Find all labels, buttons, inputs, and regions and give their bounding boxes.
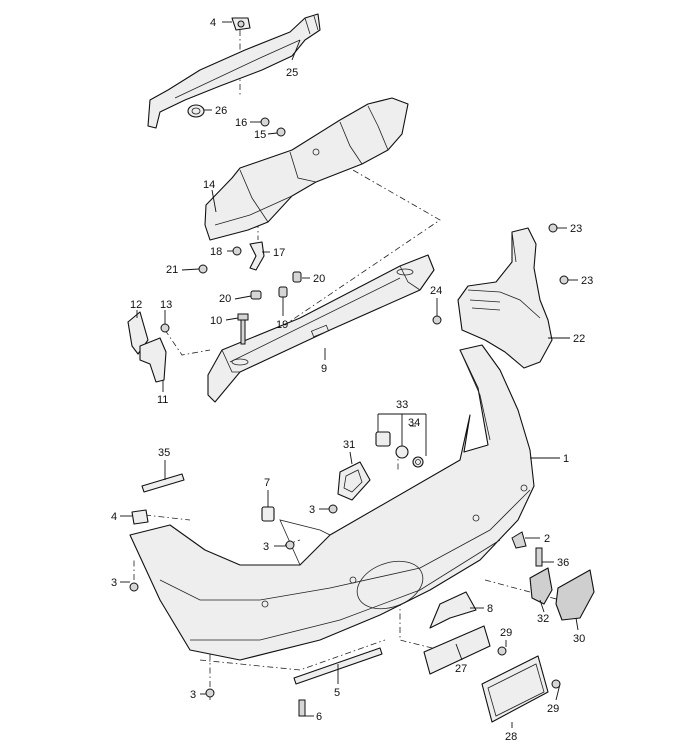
part-23-screw-upper[interactable] [548, 223, 558, 233]
part-34-seal-ring[interactable] [412, 456, 424, 468]
callout-34: 34 [408, 417, 420, 429]
part-7-clip[interactable] [261, 506, 275, 522]
part-2-nut[interactable] [511, 531, 527, 549]
callout-10: 10 [210, 315, 222, 327]
part-4-clip-side[interactable] [131, 509, 149, 525]
part-3-screw-b[interactable] [285, 540, 295, 550]
part-19-retainer[interactable] [278, 286, 288, 298]
callout-23-lower: 23 [581, 275, 593, 287]
part-25-upper-bracket[interactable] [147, 13, 321, 129]
part-26-grommet[interactable] [187, 104, 205, 118]
callout-14: 14 [203, 179, 215, 191]
callout-35: 35 [158, 447, 170, 459]
part-14-energy-absorber[interactable] [204, 97, 409, 241]
callout-8: 8 [487, 603, 493, 615]
part-27-plate-holder[interactable] [423, 625, 491, 675]
part-9-bumper-beam[interactable] [207, 254, 435, 403]
part-8-heat-shield[interactable] [429, 591, 477, 629]
callout-13: 13 [160, 299, 172, 311]
callout-31: 31 [343, 439, 355, 451]
callout-3-d: 3 [190, 689, 196, 701]
part-30-reflector[interactable] [555, 569, 595, 621]
part-20-clip-right[interactable] [292, 271, 302, 283]
callout-20-left: 20 [219, 293, 231, 305]
part-11-bracket[interactable] [139, 337, 167, 383]
callout-9: 9 [321, 363, 327, 375]
callout-29-lower: 29 [547, 703, 559, 715]
part-18-screw[interactable] [232, 246, 242, 256]
part-21-screw[interactable] [198, 264, 208, 274]
callout-29-upper: 29 [500, 627, 512, 639]
callout-30: 30 [573, 633, 585, 645]
callout-20-right: 20 [313, 273, 325, 285]
part-13-nut[interactable] [160, 323, 170, 333]
part-3-screw-c[interactable] [129, 582, 139, 592]
callout-24: 24 [430, 285, 442, 297]
callout-33: 33 [396, 399, 408, 411]
callout-4-side: 4 [111, 511, 117, 523]
callout-6: 6 [316, 711, 322, 723]
callout-15: 15 [254, 129, 266, 141]
part-22-side-guide-bracket[interactable] [457, 227, 553, 369]
part-31-trim-frame[interactable] [337, 461, 371, 501]
callout-21: 21 [166, 264, 178, 276]
callout-3-a: 3 [309, 504, 315, 516]
callout-1: 1 [563, 453, 569, 465]
part-36-bolt[interactable] [535, 547, 543, 567]
callout-17: 17 [273, 247, 285, 259]
part-15-nut[interactable] [276, 127, 286, 137]
part-16-bolt[interactable] [260, 117, 270, 127]
callout-11: 11 [157, 394, 168, 406]
part-10-bolt[interactable] [237, 313, 249, 345]
part-4-clip-top[interactable] [231, 17, 251, 31]
callout-32: 32 [537, 613, 549, 625]
callout-22: 22 [573, 333, 585, 345]
part-17-bracket[interactable] [249, 241, 265, 271]
part-23-screw-lower[interactable] [559, 275, 569, 285]
callout-27: 27 [455, 663, 467, 675]
callout-2: 2 [544, 533, 550, 545]
part-24-nut[interactable] [432, 315, 442, 325]
callout-12: 12 [130, 299, 142, 311]
callout-23-upper: 23 [570, 223, 582, 235]
part-32-end-cap[interactable] [529, 567, 553, 605]
part-29-screw-lower[interactable] [551, 679, 561, 689]
callout-5: 5 [334, 687, 340, 699]
part-35-trim-strip[interactable] [141, 473, 185, 493]
callout-36: 36 [557, 557, 569, 569]
callout-3-b: 3 [263, 541, 269, 553]
callout-26: 26 [215, 105, 227, 117]
callout-7: 7 [264, 477, 270, 489]
part-6-push-pin[interactable] [298, 699, 306, 717]
part-33-sensor[interactable] [375, 431, 409, 459]
part-29-screw-upper[interactable] [497, 646, 507, 656]
callout-28: 28 [505, 731, 517, 743]
callout-19: 19 [276, 319, 288, 331]
callout-4-top: 4 [210, 17, 216, 29]
part-1-bumper-cover[interactable] [129, 344, 535, 661]
callout-25: 25 [286, 67, 298, 79]
part-20-clip-left[interactable] [250, 290, 262, 300]
callout-16: 16 [235, 117, 247, 129]
callout-18: 18 [210, 246, 222, 258]
leader-lines [120, 21, 579, 728]
part-3-screw-d[interactable] [205, 688, 215, 698]
part-3-screw-a[interactable] [328, 504, 338, 514]
part-28-license-plate[interactable] [481, 655, 549, 723]
callout-labels: 4 25 26 16 15 14 17 18 21 20 20 19 10 9 … [111, 17, 593, 743]
callout-3-c: 3 [111, 577, 117, 589]
